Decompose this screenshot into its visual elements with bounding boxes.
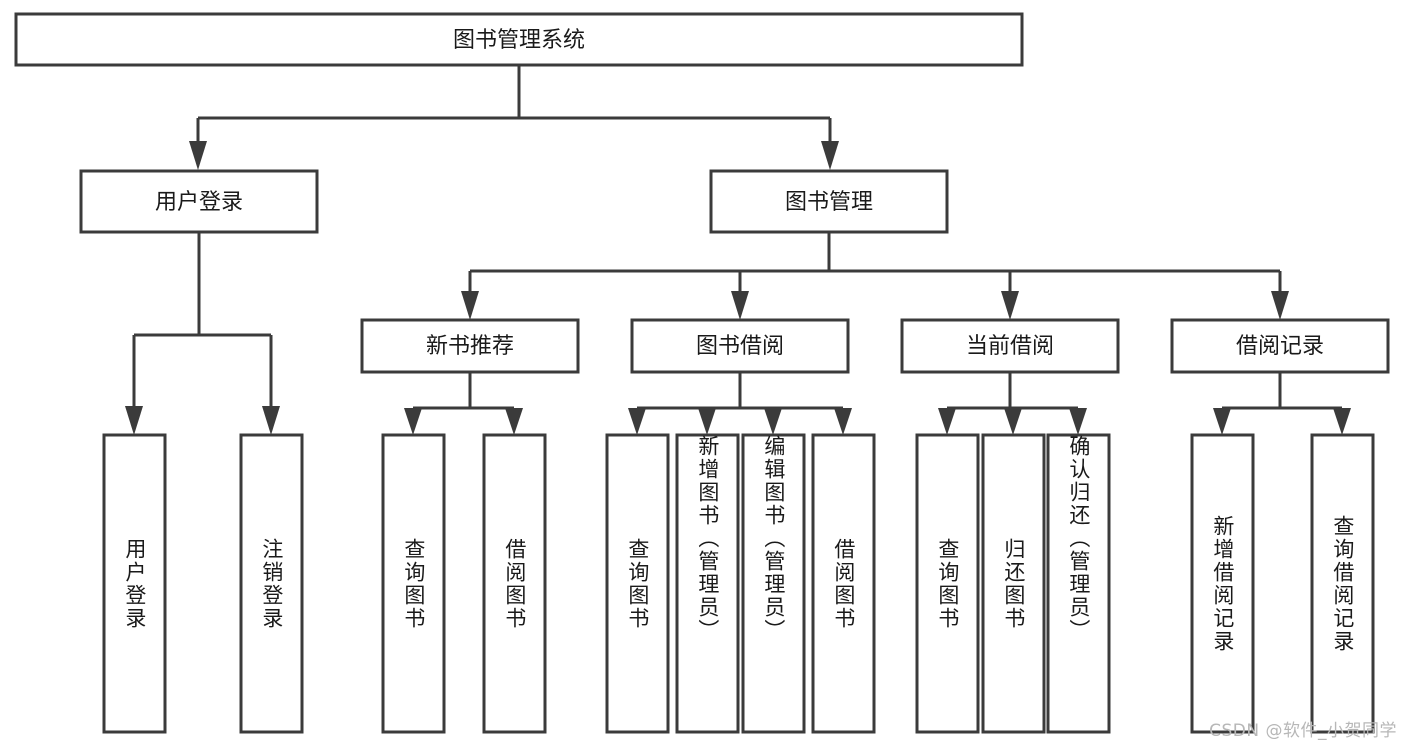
leaf-box-query-book-3[interactable]	[915, 433, 980, 734]
arrow-head-icon	[1213, 408, 1231, 435]
arrow-head-icon	[404, 408, 422, 435]
connector-root-to-level2	[189, 65, 839, 170]
leaf-box-return-book[interactable]	[981, 433, 1046, 734]
node-book-manage-label: 图书管理	[785, 190, 873, 215]
arrow-head-icon	[262, 406, 280, 435]
node-current-borrow-rect[interactable]	[900, 318, 1120, 374]
node-new-book-recommend[interactable]: 新书推荐	[360, 318, 580, 374]
node-book-manage-rect[interactable]	[709, 169, 949, 234]
node-book-manage[interactable]: 图书管理	[709, 169, 949, 234]
arrow-head-icon	[1001, 291, 1019, 320]
connector-new-book-recommend-to-leaves	[404, 372, 523, 435]
node-current-borrow[interactable]: 当前借阅	[900, 318, 1120, 374]
node-current-borrow-label: 当前借阅	[966, 334, 1054, 359]
node-borrow-record[interactable]: 借阅记录	[1170, 318, 1390, 374]
node-root[interactable]: 图书管理系统	[14, 12, 1024, 67]
leaf-box-borrow-book-2[interactable]	[811, 433, 876, 734]
connector-borrow-record-to-leaves	[1213, 372, 1351, 435]
leaf-box-logout-login[interactable]	[239, 433, 304, 734]
arrow-head-icon	[125, 406, 143, 435]
arrow-head-icon	[834, 408, 852, 435]
node-root-rect[interactable]	[14, 12, 1024, 67]
arrow-head-icon	[764, 408, 782, 435]
leaf-box-add-borrow-record[interactable]	[1190, 433, 1255, 734]
leaf-box-query-book-1[interactable]	[381, 433, 446, 734]
leaf-box-borrow-book-1[interactable]	[482, 433, 547, 734]
node-user-login-label: 用户登录	[155, 190, 243, 215]
node-root-label: 图书管理系统	[453, 28, 585, 53]
leaf-box-query-book-2[interactable]	[605, 433, 670, 734]
arrow-head-icon	[461, 291, 479, 320]
leaf-box-confirm-return[interactable]	[1046, 433, 1111, 734]
node-book-borrow-label: 图书借阅	[696, 334, 784, 359]
node-new-book-recommend-rect[interactable]	[360, 318, 580, 374]
arrow-head-icon	[628, 408, 646, 435]
node-borrow-record-rect[interactable]	[1170, 318, 1390, 374]
csdn-watermark: CSDN @软件_小贺同学	[1209, 721, 1397, 741]
connector-book-manage-to-level3	[461, 232, 1289, 320]
leaf-box-user-login[interactable]	[102, 433, 167, 734]
arrow-head-icon	[189, 141, 207, 170]
arrow-head-icon	[1333, 408, 1351, 435]
node-borrow-record-label: 借阅记录	[1236, 334, 1324, 359]
arrow-head-icon	[731, 291, 749, 320]
node-book-borrow-rect[interactable]	[630, 318, 850, 374]
leaf-box-query-borrow-record[interactable]	[1310, 433, 1375, 734]
arrow-head-icon	[698, 408, 716, 435]
node-user-login[interactable]: 用户登录	[79, 169, 319, 234]
node-new-book-recommend-label: 新书推荐	[426, 334, 514, 359]
arrow-head-icon	[1271, 291, 1289, 320]
arrow-head-icon	[1069, 408, 1087, 435]
arrow-head-icon	[938, 408, 956, 435]
leaf-box-add-book[interactable]	[675, 433, 740, 734]
connector-user-login-to-leaves	[125, 232, 280, 435]
node-book-borrow[interactable]: 图书借阅	[630, 318, 850, 374]
arrow-head-icon	[821, 141, 839, 170]
connector-current-borrow-to-leaves	[938, 372, 1087, 435]
leaf-box-edit-book[interactable]	[741, 433, 806, 734]
connector-book-borrow-to-leaves	[628, 372, 852, 435]
arrow-head-icon	[505, 408, 523, 435]
arrow-head-icon	[1004, 408, 1022, 435]
